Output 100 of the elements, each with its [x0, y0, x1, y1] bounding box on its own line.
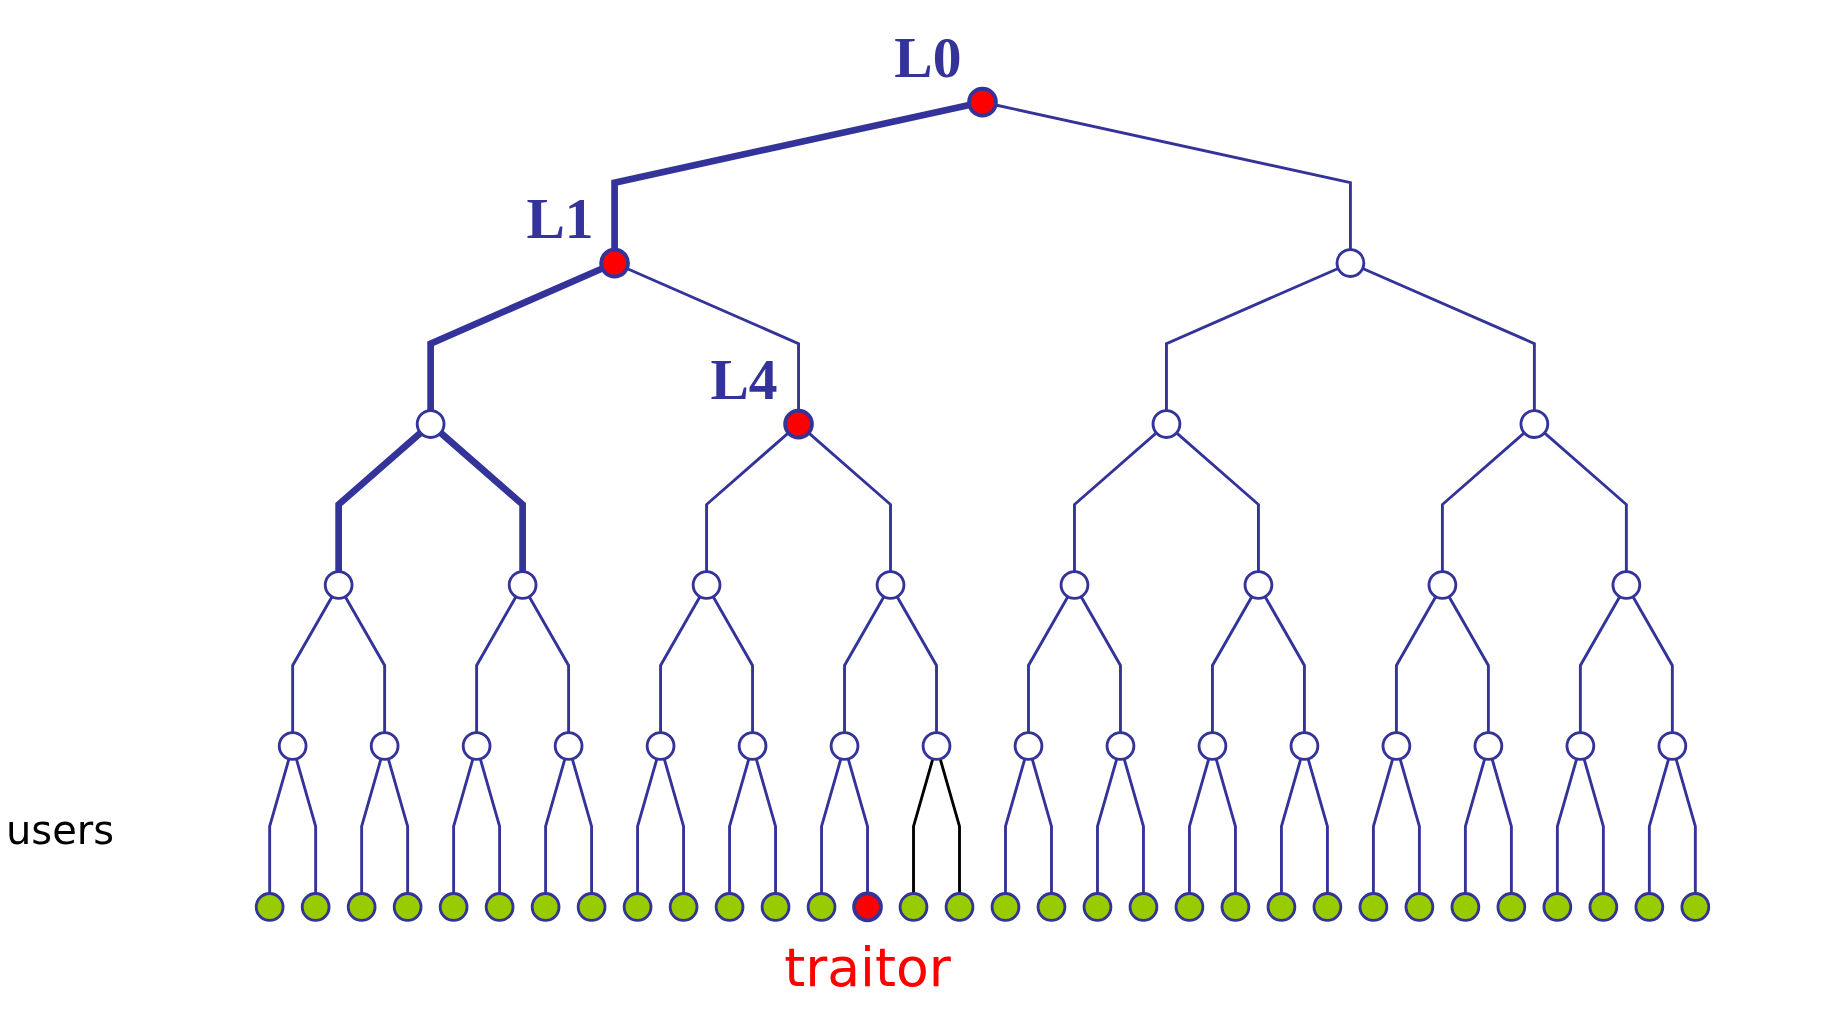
- connector: [820, 758, 843, 894]
- connector: [938, 758, 961, 894]
- row-label: users: [5, 807, 116, 853]
- connector: [846, 758, 869, 894]
- connector: [1362, 266, 1536, 411]
- level-label: L0: [894, 25, 962, 89]
- node-circle: [1450, 891, 1481, 922]
- node-circle: [530, 891, 561, 922]
- connector: [1280, 758, 1303, 894]
- connector: [1211, 595, 1254, 733]
- connector: [1004, 758, 1027, 894]
- node-circle: [323, 569, 354, 600]
- connector: [1073, 431, 1158, 572]
- node-caption: traitor: [784, 935, 951, 998]
- node-circle: [392, 891, 423, 922]
- connector: [294, 758, 318, 894]
- node-circle: [1128, 891, 1159, 922]
- node-circle: [829, 730, 860, 761]
- connector: [570, 758, 594, 894]
- connector: [475, 595, 518, 733]
- node-circle: [415, 408, 446, 439]
- node-circle: [1427, 569, 1458, 600]
- node-circle: [484, 891, 515, 922]
- node-circle: [369, 730, 400, 761]
- node-circle: [645, 730, 676, 761]
- connector: [995, 103, 1352, 250]
- connector: [1096, 758, 1119, 894]
- connector: [1214, 758, 1237, 894]
- connector: [1394, 595, 1437, 733]
- node-circle: [1381, 730, 1412, 761]
- connector: [528, 595, 571, 733]
- connector: [1165, 266, 1339, 411]
- connector: [1490, 758, 1513, 894]
- level-label: L1: [526, 186, 594, 250]
- connector: [544, 758, 567, 894]
- node-circle: [1059, 569, 1090, 600]
- connector: [895, 595, 938, 733]
- connector: [662, 758, 685, 894]
- connector: [1079, 595, 1122, 733]
- node-circle: [300, 891, 331, 922]
- node-circle: [1289, 730, 1320, 761]
- node-circle: [1473, 730, 1504, 761]
- node-circle: [1151, 408, 1182, 439]
- node-circle: [438, 891, 469, 922]
- node-circle: [1611, 569, 1642, 600]
- node-circle: [1657, 730, 1688, 761]
- node-circle: [944, 891, 975, 922]
- connector: [360, 758, 383, 894]
- node-circle: [760, 891, 791, 922]
- connector: [1306, 758, 1329, 894]
- node-circle: [1197, 730, 1228, 761]
- level-label: L4: [710, 347, 778, 411]
- node-circle: [346, 891, 377, 922]
- node-circle: [553, 730, 584, 761]
- connector: [611, 101, 971, 250]
- connector: [1175, 431, 1260, 572]
- node-circle: [622, 891, 653, 922]
- node-circle: [1542, 891, 1573, 922]
- node-circle: [254, 891, 285, 922]
- node-circle: [1634, 891, 1665, 922]
- connector: [478, 758, 502, 894]
- connector: [427, 264, 604, 411]
- node-circle: [1312, 891, 1343, 922]
- node-circle: [1243, 569, 1274, 600]
- node-circle: [1680, 891, 1711, 922]
- connector: [1263, 595, 1306, 733]
- node-circle: [1036, 891, 1067, 922]
- connector: [1543, 431, 1628, 572]
- connector: [1398, 758, 1421, 894]
- connector: [754, 758, 777, 894]
- node-circle: [507, 569, 538, 600]
- node-circle: [599, 247, 630, 278]
- node-circle: [1105, 730, 1136, 761]
- connector: [1631, 595, 1674, 733]
- node-circle: [1496, 891, 1527, 922]
- connector: [1030, 758, 1053, 894]
- node-circle: [1335, 247, 1366, 278]
- node-circle: [461, 730, 492, 761]
- node-circle: [691, 569, 722, 600]
- node-circle: [1220, 891, 1251, 922]
- connector: [1371, 758, 1395, 894]
- node-circle: [1404, 891, 1435, 922]
- node-circle: [898, 891, 929, 922]
- connector: [728, 758, 751, 894]
- connector: [626, 266, 800, 411]
- node-circle: [1266, 891, 1297, 922]
- connector: [1647, 758, 1671, 894]
- node-circle: [806, 891, 837, 922]
- node-circle: [576, 891, 607, 922]
- connector: [1447, 595, 1490, 733]
- connector: [1582, 758, 1605, 894]
- connector: [1027, 595, 1070, 733]
- connector: [335, 429, 423, 572]
- connector: [636, 758, 659, 894]
- node-circle: [1174, 891, 1205, 922]
- connector: [843, 595, 886, 733]
- node-circle: [668, 891, 699, 922]
- node-circle: [1082, 891, 1113, 922]
- connector: [438, 429, 526, 572]
- connector: [386, 758, 410, 894]
